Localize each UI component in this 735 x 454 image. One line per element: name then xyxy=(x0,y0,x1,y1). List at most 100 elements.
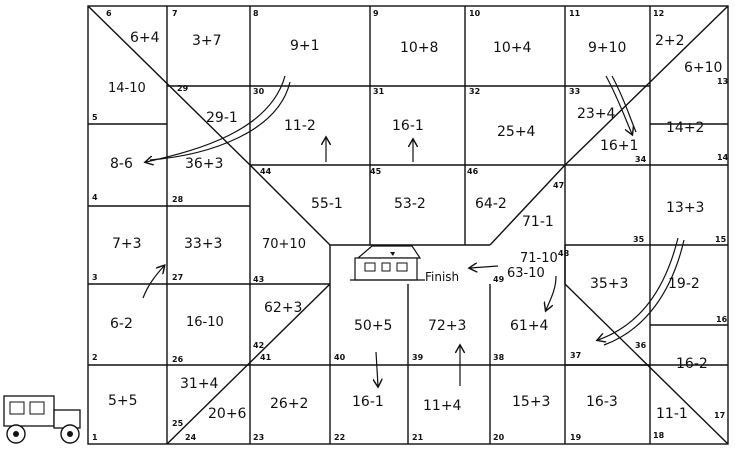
square-number: 13 xyxy=(717,77,728,86)
square-number: 33 xyxy=(569,87,580,96)
finish-house-icon xyxy=(350,245,425,281)
square-expression: 23+4 xyxy=(577,106,616,122)
finish-label: Finish xyxy=(425,270,459,284)
board-square-1: 15+5 xyxy=(92,393,138,442)
square-number: 20 xyxy=(493,433,505,442)
square-number: 48 xyxy=(558,249,570,258)
square-number: 23 xyxy=(253,433,264,442)
square-number: 8 xyxy=(253,9,259,18)
board-square-46: 46 64-2 xyxy=(467,167,507,212)
square-number: 42 xyxy=(253,341,264,350)
square-number: 44 xyxy=(260,167,272,176)
square-number: 35 xyxy=(633,235,645,244)
square-number: 12 xyxy=(653,9,664,18)
square-expression: 9+10 xyxy=(588,40,626,56)
square-number: 36 xyxy=(635,341,647,350)
square-expression: 9+1 xyxy=(290,38,320,54)
board-square-20: 20 15+3 xyxy=(493,394,550,442)
square-expression: 13+3 xyxy=(666,200,704,216)
square-expression: 11-2 xyxy=(284,118,316,134)
square-number: 28 xyxy=(172,195,184,204)
square-expression: 29-1 xyxy=(206,110,238,126)
board-square-47: 47 71-1 xyxy=(522,181,564,230)
square-number: 18 xyxy=(653,431,665,440)
square-number: 9 xyxy=(373,9,379,18)
square-number: 29 xyxy=(177,84,189,93)
board-square-30: 30 11-2 xyxy=(253,87,316,134)
square-number: 21 xyxy=(412,433,424,442)
square-number: 1 xyxy=(92,433,98,442)
board-square-37: 37 61+4 xyxy=(510,318,581,360)
square-expression: 6+4 xyxy=(130,30,160,46)
square-number: 31 xyxy=(373,87,385,96)
board-square-3: 3 7+3 xyxy=(92,236,142,282)
square-expression: 19-2 xyxy=(668,276,700,292)
square-expression: 11-1 xyxy=(656,406,688,422)
square-expression: 55-1 xyxy=(311,196,343,212)
board-square-12: 122+2 xyxy=(653,9,685,49)
square-number: 14 xyxy=(717,153,729,162)
board-square-44: 44 55-1 xyxy=(260,167,343,212)
square-expression: 7+3 xyxy=(112,236,142,252)
square-number: 45 xyxy=(370,167,382,176)
square-number: 37 xyxy=(570,351,581,360)
square-number: 16 xyxy=(716,315,728,324)
square-expression: 16-1 xyxy=(392,118,424,134)
square-number: 4 xyxy=(92,193,98,202)
square-number: 17 xyxy=(714,411,725,420)
square-expression: 14+2 xyxy=(666,120,704,136)
square-expression: 63-10 xyxy=(507,266,545,281)
square-number: 34 xyxy=(635,155,647,164)
square-number: 47 xyxy=(553,181,564,190)
square-expression: 14-10 xyxy=(108,81,146,96)
board-square-38: 38 xyxy=(493,353,505,362)
square-expression: 31+4 xyxy=(180,376,219,392)
square-number: 49 xyxy=(493,275,505,284)
square-expression: 15+3 xyxy=(512,394,550,410)
square-expression: 62+3 xyxy=(264,300,302,316)
square-number: 7 xyxy=(172,9,178,18)
square-number: 25 xyxy=(172,419,184,428)
board-square-9: 9 10+8 xyxy=(373,9,438,56)
square-number: 46 xyxy=(467,167,479,176)
square-expression: 6-2 xyxy=(110,316,133,332)
square-number: 32 xyxy=(469,87,480,96)
square-number: 40 xyxy=(334,353,346,362)
square-expression: 10+8 xyxy=(400,40,438,56)
square-number: 41 xyxy=(260,353,272,362)
car-icon xyxy=(3,395,81,444)
square-number: 30 xyxy=(253,87,265,96)
square-expression: 20+6 xyxy=(208,406,247,422)
square-number: 22 xyxy=(334,433,345,442)
board-square-4: 48-6 xyxy=(92,156,133,202)
square-number: 43 xyxy=(253,275,264,284)
square-expression: 53-2 xyxy=(394,196,426,212)
square-expression: 36+3 xyxy=(185,156,223,172)
square-number: 3 xyxy=(92,273,98,282)
board-square-45: 45 53-2 xyxy=(370,167,426,212)
board-square-17: 17 16-2 xyxy=(676,356,725,420)
square-expression: 64-2 xyxy=(475,196,507,212)
board-square-18: 18 11-1 xyxy=(653,406,688,440)
square-expression: 6+10 xyxy=(684,60,722,76)
square-expression: 71-1 xyxy=(522,214,554,230)
board-square-29: 29 29-1 xyxy=(177,84,238,126)
square-expression: 16-10 xyxy=(186,315,224,330)
board-square-31: 31 16-1 xyxy=(373,87,424,134)
square-expression: 16-1 xyxy=(352,394,384,410)
square-number: 2 xyxy=(92,353,98,362)
square-expression: 16+1 xyxy=(600,138,638,154)
square-expression: 61+4 xyxy=(510,318,549,334)
board-square-25: 25 31+4 xyxy=(172,376,219,428)
square-expression: 16-2 xyxy=(676,356,708,372)
square-expression: 35+3 xyxy=(590,276,628,292)
square-number: 24 xyxy=(185,433,197,442)
square-expression: 33+3 xyxy=(184,236,222,252)
